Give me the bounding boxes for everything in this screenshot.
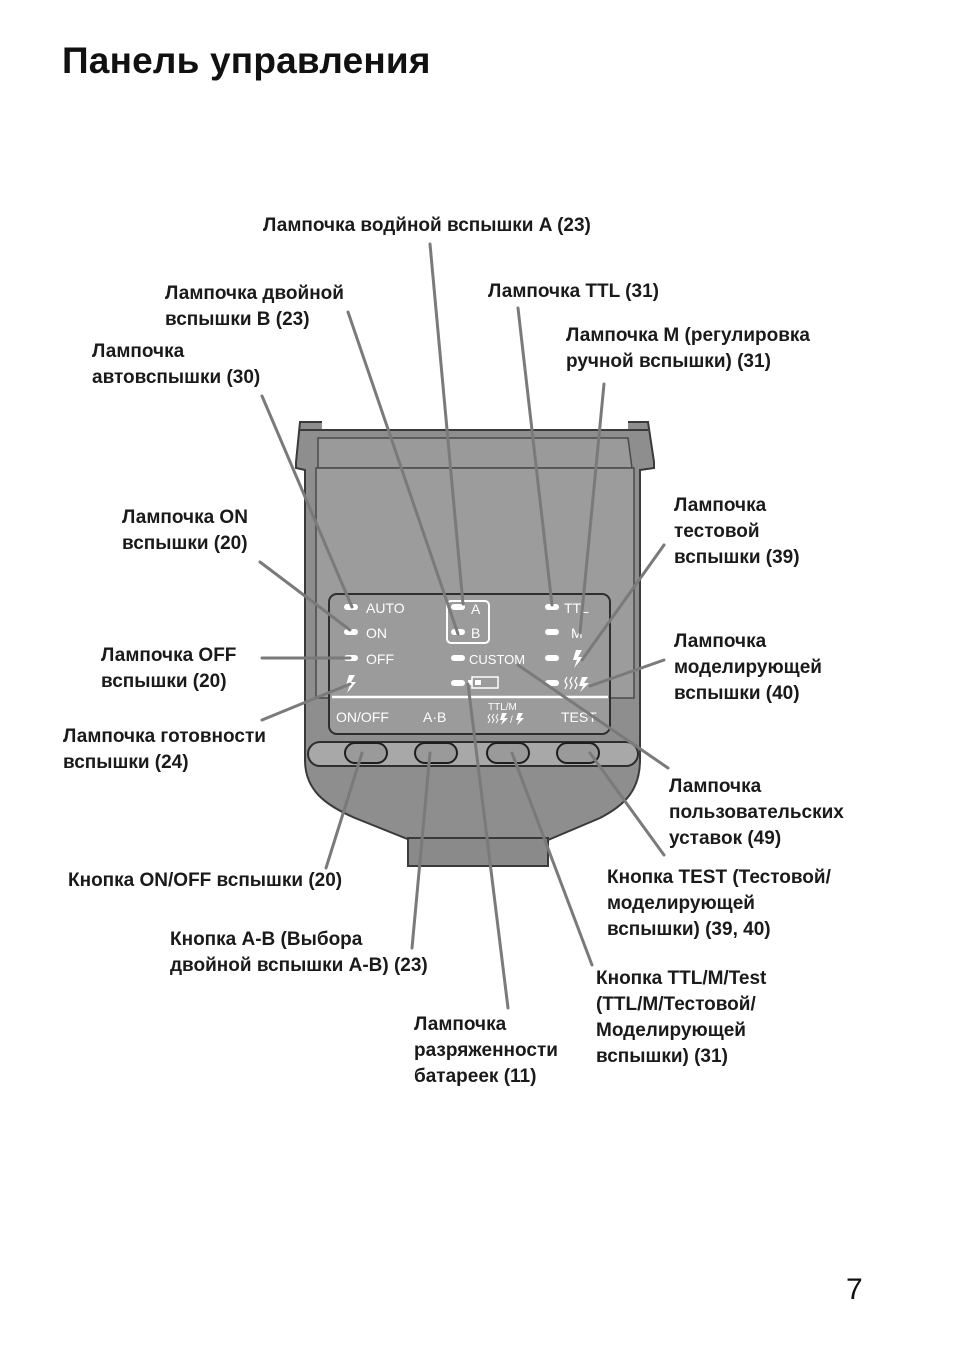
- panel-auto-label: AUTO: [366, 600, 405, 616]
- panel-off-label: OFF: [366, 651, 394, 667]
- ttlm-button-icon: /: [487, 713, 524, 726]
- label-lamp-ttl: Лампочка TTL (31): [488, 281, 659, 302]
- leader-lamp-wireless-a: [428, 242, 465, 606]
- label-lamp-battery: Лампочка разряженности батареек (11): [414, 1014, 558, 1087]
- leader-lamp-battery: [466, 682, 510, 1010]
- panel-b-label: B: [471, 625, 480, 641]
- svg-text:/: /: [510, 715, 513, 726]
- leader-lines: [258, 242, 670, 1010]
- label-lamp-on: Лампочка ON вспышки (20): [122, 507, 248, 554]
- panel-on-label: ON: [366, 625, 387, 641]
- leader-lamp-custom: [516, 663, 670, 770]
- panel-onoff-label: ON/OFF: [336, 709, 389, 725]
- label-lamp-auto: Лампочка автовспышки (30): [92, 341, 261, 388]
- ttlm-test-button[interactable]: [486, 742, 530, 764]
- leader-btn-test: [588, 751, 666, 857]
- label-lamp-custom: Лампочка пользовательских уставок (49): [669, 776, 844, 849]
- led-battery: [451, 680, 465, 686]
- page-title: Панель управления: [62, 40, 431, 81]
- leader-lamp-test: [580, 543, 666, 662]
- leader-lamp-on: [258, 560, 352, 632]
- buttons-bar: [307, 741, 639, 767]
- test-button[interactable]: [556, 742, 600, 764]
- panel-labels: AUTO ON OFF A B CUSTOM TTL M ON/OFF A·B …: [336, 600, 597, 725]
- label-btn-ttlm: Кнопка TTL/M/Test (TTL/M/Тестовой/ Модел…: [596, 968, 767, 1067]
- led-a: [451, 604, 465, 610]
- label-lamp-ready: Лампочка готовности вспышки (24): [63, 726, 266, 773]
- label-btn-ab: Кнопка A-B (Выбора двойной вспышки A-B) …: [170, 929, 428, 976]
- page-number: 7: [846, 1273, 863, 1306]
- modeling-flash-icon: [564, 676, 589, 692]
- label-lamp-modeling: Лампочка моделирующей вспышки (40): [674, 631, 822, 704]
- leader-lamp-auto: [260, 394, 354, 609]
- led-ttl: [545, 604, 559, 610]
- label-btn-onoff: Кнопка ON/OFF вспышки (20): [68, 870, 343, 891]
- led-m: [545, 629, 559, 635]
- leader-lamp-wireless-b: [346, 310, 460, 636]
- leader-lamp-modeling: [588, 658, 666, 688]
- panel-ab-label: A·B: [423, 709, 446, 725]
- led-test: [545, 655, 559, 661]
- led-on: [344, 629, 358, 635]
- panel-custom-label: CUSTOM: [469, 652, 525, 667]
- leader-lamp-m: [578, 382, 606, 635]
- battery-icon: [468, 676, 499, 689]
- label-btn-test: Кнопка TEST (Тестовой/ моделирующей вспы…: [607, 867, 831, 940]
- panel-a-label: A: [471, 601, 481, 617]
- leader-btn-onoff: [324, 751, 364, 870]
- onoff-button[interactable]: [344, 742, 388, 764]
- label-lamp-wireless-b: Лампочка двойной вспышки B (23): [165, 283, 344, 330]
- leader-lamp-ttl: [516, 306, 554, 607]
- test-flash-bolt-icon: [573, 650, 583, 668]
- leader-lamp-ready: [260, 682, 352, 722]
- label-lamp-m: Лампочка M (регулировка ручной вспышки) …: [566, 325, 810, 372]
- panel-ttl-label: TTL: [564, 600, 589, 616]
- leader-btn-ab: [410, 751, 432, 950]
- label-lamp-wireless-a: Лампочка водйной вспышки A (23): [263, 215, 591, 236]
- ab-button[interactable]: [414, 742, 458, 764]
- led-custom: [451, 655, 465, 661]
- leader-btn-ttlm: [510, 751, 594, 967]
- panel-ttlm-label: TTL/M: [488, 702, 517, 713]
- label-lamp-test: Лампочка тестовой вспышки (39): [674, 495, 800, 568]
- label-lamp-off: Лампочка OFF вспышки (20): [101, 645, 237, 692]
- panel-m-label: M: [571, 625, 583, 641]
